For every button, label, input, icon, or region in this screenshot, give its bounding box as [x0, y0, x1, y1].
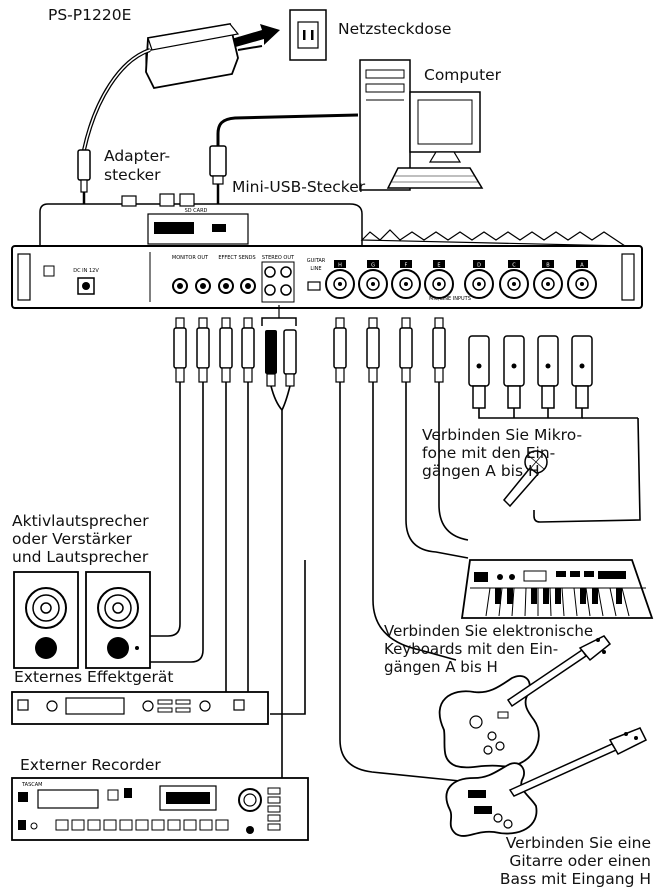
- keyboard-and-guitar-plugs: [334, 318, 445, 382]
- sd-card-label: SD CARD: [185, 208, 208, 214]
- stereo-out-label: STEREO OUT: [262, 255, 295, 261]
- effects-unit-label: Externes Effektgerät: [14, 668, 173, 686]
- adapter-model-label: PS-P1220E: [48, 6, 131, 24]
- input-letter-e: E: [437, 263, 440, 269]
- adapter-plug-label-line1: Adapter-: [104, 147, 170, 165]
- keyboards-label-line1: Verbinden Sie elektronische: [384, 622, 593, 640]
- input-letter-g: G: [371, 263, 375, 269]
- stereo-out-rca-plugs: [262, 305, 296, 386]
- guitar-label: GUITAR: [307, 258, 326, 264]
- usb-cable: [218, 115, 358, 148]
- external-recorder: TASCAM: [12, 778, 308, 840]
- monitor-out-plugs: [174, 318, 209, 382]
- speaker-left: [14, 572, 78, 668]
- external-effects-unit: [12, 692, 268, 724]
- input-letter-d: D: [477, 263, 481, 269]
- input-letter-c: C: [512, 263, 516, 269]
- effect-send-plugs: [220, 318, 254, 382]
- effect-sends-label: EFFECT SENDS: [218, 255, 255, 261]
- xlr-mic-plugs: [469, 336, 592, 408]
- monitor-out-label: MONITOR OUT: [172, 255, 209, 261]
- mixer-top: SD CARD: [40, 194, 625, 246]
- wall-outlet: [290, 10, 326, 60]
- electronic-keyboard: [462, 560, 652, 618]
- guitar-label-line1: Verbinden Sie eine: [506, 834, 651, 852]
- dc-in-label: DC IN 12V: [73, 268, 99, 274]
- keyboards-label-line2: Keyboards mit den Ein-: [384, 640, 558, 658]
- adapter-plug-label-line2: stecker: [104, 166, 161, 184]
- recorder-brand: TASCAM: [21, 782, 43, 788]
- guitar-label-line2: Gitarre oder einen: [509, 852, 651, 870]
- microphones-label-line2: fone mit den Ein-: [422, 444, 555, 462]
- speaker-right: [86, 572, 150, 668]
- microphones-label-line1: Verbinden Sie Mikro-: [422, 426, 582, 444]
- speakers-label-line1: Aktivlautsprecher: [12, 512, 149, 530]
- input-letter-f: F: [405, 263, 408, 269]
- input-letter-h: H: [338, 263, 342, 269]
- mixer-back-panel: DC IN 12V MONITOR OUT EFFECT SENDS STERE…: [12, 246, 642, 308]
- input-letter-a: A: [580, 263, 584, 269]
- microphones-label-line3: gängen A bis H: [422, 462, 540, 480]
- adapter-cable: [84, 50, 150, 160]
- mini-usb-label: Mini-USB-Stecker: [232, 178, 365, 196]
- recorder-label: Externer Recorder: [20, 756, 161, 774]
- keyboards-label-line3: gängen A bis H: [384, 658, 498, 676]
- speakers-label-line2: oder Verstärker: [12, 530, 132, 548]
- speakers-label-line3: und Lautsprecher: [12, 548, 148, 566]
- line-label: LINE: [310, 266, 321, 272]
- ac-adapter: [146, 24, 262, 88]
- computer-label: Computer: [424, 66, 501, 84]
- guitar-label-line3: Bass mit Eingang H: [500, 870, 651, 888]
- input-letter-b: B: [546, 263, 550, 269]
- outlet-label: Netzsteckdose: [338, 20, 451, 38]
